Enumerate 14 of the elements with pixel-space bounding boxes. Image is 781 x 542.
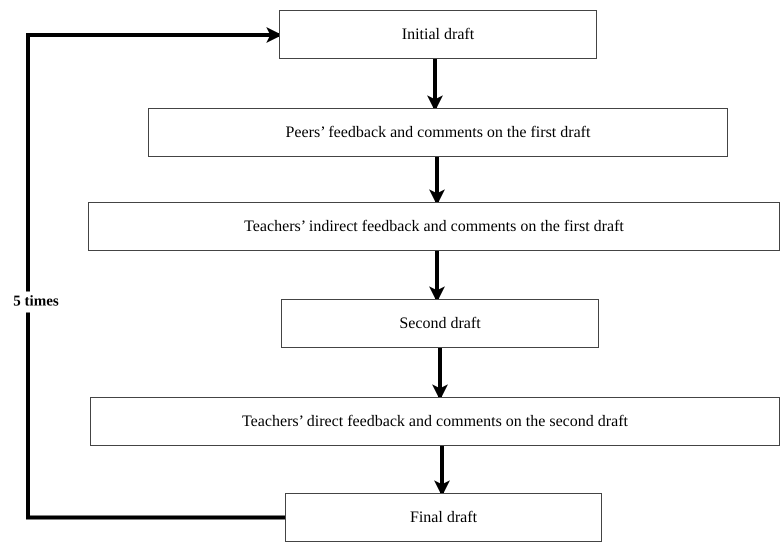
arrow xyxy=(26,27,285,520)
process-box xyxy=(281,299,599,348)
box-text: Initial draft xyxy=(402,26,474,44)
box-text: Teachers’ indirect feedback and comments on the first draft xyxy=(244,218,624,236)
process-box xyxy=(279,10,597,59)
process-box xyxy=(148,108,728,157)
process-box xyxy=(285,493,602,542)
edge-label: 5 times xyxy=(11,292,61,312)
box-text: Teachers’ direct feedback and comments on the second draft xyxy=(242,412,628,430)
process-box xyxy=(88,202,780,251)
box-text: Second draft xyxy=(399,314,481,332)
box-text: Peers’ feedback and comments on the first draft xyxy=(286,124,590,142)
process-box xyxy=(90,397,780,446)
box-text: Final draft xyxy=(410,508,478,526)
